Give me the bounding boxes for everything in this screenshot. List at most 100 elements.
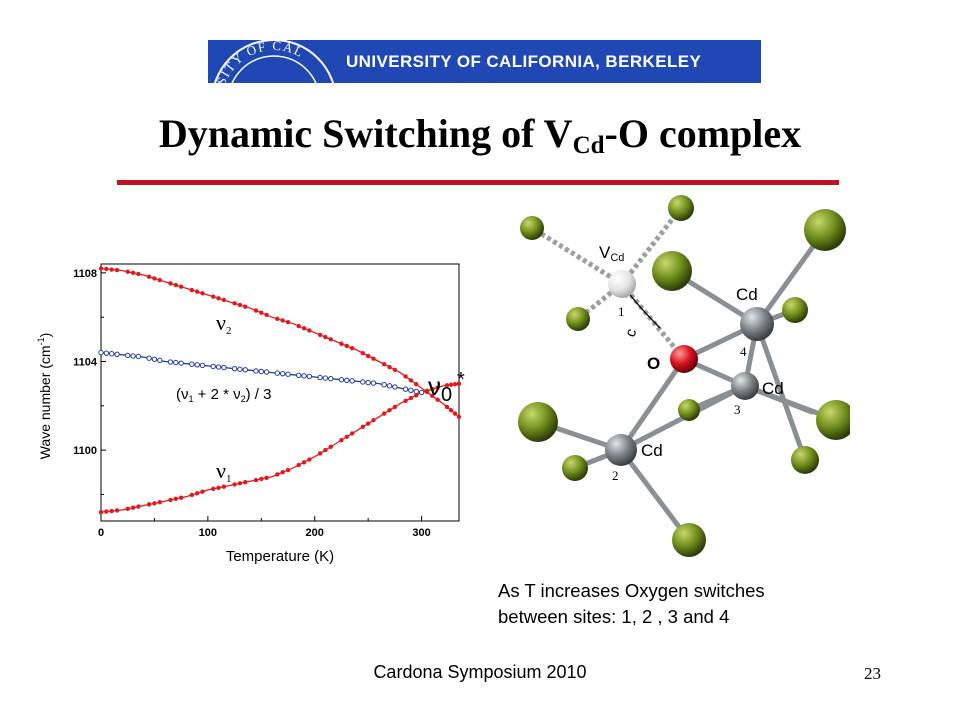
data-point bbox=[114, 508, 120, 513]
site-3-label: 3 bbox=[734, 402, 741, 417]
slide-title: Dynamic Switching of VCd-O complex bbox=[0, 110, 960, 160]
data-point bbox=[173, 282, 179, 288]
oxygen-atom bbox=[670, 345, 698, 373]
data-point bbox=[344, 434, 349, 440]
data-point bbox=[173, 359, 179, 366]
data-point bbox=[408, 387, 414, 393]
data-point bbox=[448, 408, 454, 413]
data-point bbox=[365, 421, 371, 426]
caption-line-1: As T increases Oxygen switches bbox=[498, 580, 765, 601]
data-point bbox=[189, 361, 195, 367]
data-point bbox=[104, 266, 109, 272]
data-point bbox=[125, 269, 130, 274]
data-point bbox=[414, 381, 419, 387]
y-axis-label: Wave number (cm-1) bbox=[36, 333, 53, 460]
y-tick-label: 1100 bbox=[73, 445, 97, 457]
cd-atom-4 bbox=[740, 307, 774, 341]
data-point bbox=[323, 334, 328, 340]
data-point bbox=[285, 371, 291, 377]
data-point bbox=[424, 388, 430, 394]
data-point bbox=[243, 304, 248, 309]
data-point bbox=[279, 370, 286, 377]
data-point bbox=[317, 451, 323, 456]
switch-arrow bbox=[627, 291, 661, 329]
data-point bbox=[237, 481, 243, 486]
data-point bbox=[328, 375, 334, 382]
data-point bbox=[365, 353, 371, 359]
data-point bbox=[360, 379, 366, 385]
data-point bbox=[328, 337, 333, 342]
vacancy-atom bbox=[608, 270, 636, 298]
nu2-label: ν2 bbox=[216, 310, 231, 337]
ligand-atom bbox=[672, 523, 706, 557]
data-point bbox=[243, 480, 248, 485]
data-point bbox=[392, 384, 398, 390]
data-point bbox=[136, 271, 141, 277]
site-2-label: 2 bbox=[612, 468, 619, 483]
data-point bbox=[173, 496, 179, 502]
footer-text: Cardona Symposium 2010 bbox=[373, 662, 587, 682]
ligand-atom bbox=[518, 402, 558, 442]
x-tick-label: 100 bbox=[199, 527, 217, 539]
data-point bbox=[135, 353, 142, 360]
data-point bbox=[157, 499, 162, 505]
data-point bbox=[264, 475, 269, 480]
data-point bbox=[307, 457, 312, 462]
data-point bbox=[216, 485, 221, 490]
data-point bbox=[408, 395, 414, 401]
data-point bbox=[381, 411, 387, 416]
star-label: * bbox=[457, 369, 465, 391]
data-point bbox=[349, 431, 355, 436]
data-point bbox=[108, 351, 115, 357]
data-point bbox=[200, 489, 205, 494]
data-point bbox=[414, 393, 419, 398]
data-point bbox=[392, 367, 398, 372]
data-point bbox=[253, 477, 259, 483]
data-point bbox=[371, 356, 376, 361]
data-point bbox=[306, 373, 313, 380]
cd-label-3: Cd bbox=[762, 379, 784, 398]
data-point bbox=[232, 301, 237, 306]
data-point bbox=[301, 373, 307, 379]
data-point bbox=[413, 388, 419, 395]
x-tick-label: 0 bbox=[98, 527, 104, 539]
data-point bbox=[221, 297, 227, 303]
ligand-atom bbox=[652, 251, 692, 291]
data-point bbox=[189, 492, 195, 498]
data-point bbox=[264, 312, 269, 318]
data-point bbox=[210, 363, 216, 370]
ligand-atom bbox=[791, 446, 819, 474]
data-point bbox=[200, 291, 205, 296]
data-point bbox=[104, 509, 109, 514]
data-point bbox=[365, 379, 371, 386]
y-axis-label-sup: -1 bbox=[36, 337, 46, 345]
caption-line-2: between sites: 1, 2 , 3 and 4 bbox=[498, 606, 730, 627]
data-point bbox=[146, 502, 152, 507]
data-point bbox=[338, 377, 345, 383]
data-point bbox=[152, 276, 157, 281]
x-axis-label: Temperature (K) bbox=[226, 548, 334, 565]
data-point bbox=[444, 383, 450, 388]
data-point bbox=[317, 374, 323, 381]
data-point bbox=[307, 328, 312, 333]
university-banner: RSITY OF CAL UNIVERSITY OF CALIFORNIA, B… bbox=[208, 40, 761, 83]
cd-label-2: Cd bbox=[641, 441, 663, 460]
ligand-atom bbox=[804, 209, 846, 251]
data-point bbox=[339, 437, 344, 443]
vcd-o-complex-diagram: VCd O Cd Cd Cd 1 4 3 2 c bbox=[518, 195, 850, 557]
data-point bbox=[370, 380, 377, 386]
data-point bbox=[109, 508, 114, 514]
data-point bbox=[456, 414, 462, 420]
data-point bbox=[339, 341, 344, 346]
series-line-0 bbox=[100, 267, 460, 418]
data-point bbox=[403, 398, 408, 404]
title-tail: -O complex bbox=[604, 111, 802, 156]
data-point bbox=[323, 447, 328, 453]
data-point bbox=[259, 476, 264, 482]
data-point bbox=[418, 389, 425, 396]
data-point bbox=[130, 505, 136, 510]
data-point bbox=[98, 509, 104, 515]
data-point bbox=[456, 381, 462, 386]
title-rule bbox=[117, 180, 839, 185]
data-point bbox=[130, 270, 136, 276]
